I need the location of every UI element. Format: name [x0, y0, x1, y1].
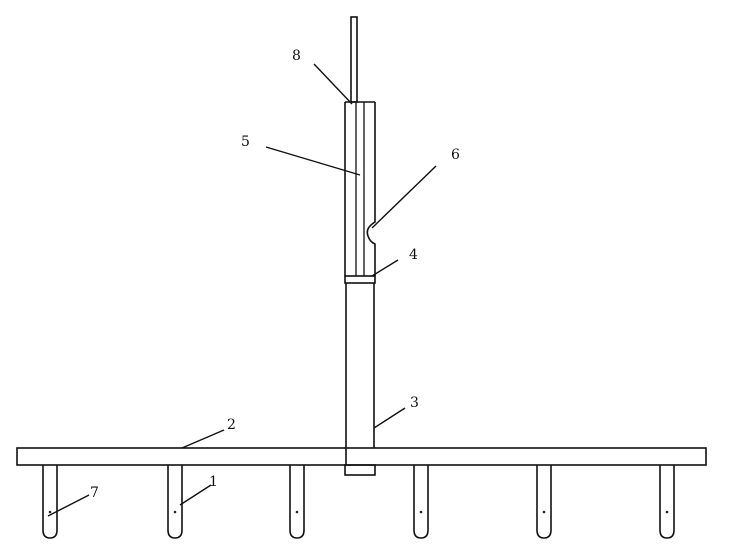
outlet-holes [48, 510, 669, 514]
label-horizontal-pipe: 2 [227, 417, 236, 433]
branch-tube [289, 465, 305, 539]
branch-tube [42, 465, 58, 539]
collar [344, 275, 376, 284]
branch-tubes [42, 465, 675, 539]
outlet-hole [295, 510, 299, 514]
branch-tube [659, 465, 675, 539]
label-rod: 8 [292, 48, 301, 64]
branch-tube [413, 465, 429, 539]
outlet-hole [173, 510, 177, 514]
horizontal-pipe [16, 447, 707, 466]
outlet-hole [542, 510, 546, 514]
label-branch-tube: 1 [209, 474, 218, 490]
outlet-hole [419, 510, 423, 514]
vertical-pipe [345, 283, 375, 465]
leader-line-horizontal-pipe [181, 429, 225, 449]
label-outlet-hole: 7 [90, 485, 99, 501]
rod [350, 16, 358, 103]
inner-tube [355, 102, 365, 276]
outlet-hole [48, 510, 52, 514]
leader-line-inner-tube [265, 146, 361, 176]
branch-tube [536, 465, 552, 539]
branch-tube [167, 465, 183, 539]
leader-line-rod [313, 63, 353, 105]
leader-line-notch [371, 165, 437, 229]
outer-tube [344, 101, 376, 276]
label-vertical-pipe: 3 [410, 395, 419, 411]
outlet-hole [665, 510, 669, 514]
leader-line-branch-tube [179, 484, 212, 506]
leader-line-outlet-hole [47, 494, 90, 517]
leader-line-vertical-pipe [373, 407, 406, 429]
leader-line-collar [371, 259, 399, 277]
label-notch: 6 [451, 147, 460, 163]
label-inner-tube: 5 [241, 134, 250, 150]
label-collar: 4 [409, 247, 418, 263]
junction-block [344, 464, 376, 476]
